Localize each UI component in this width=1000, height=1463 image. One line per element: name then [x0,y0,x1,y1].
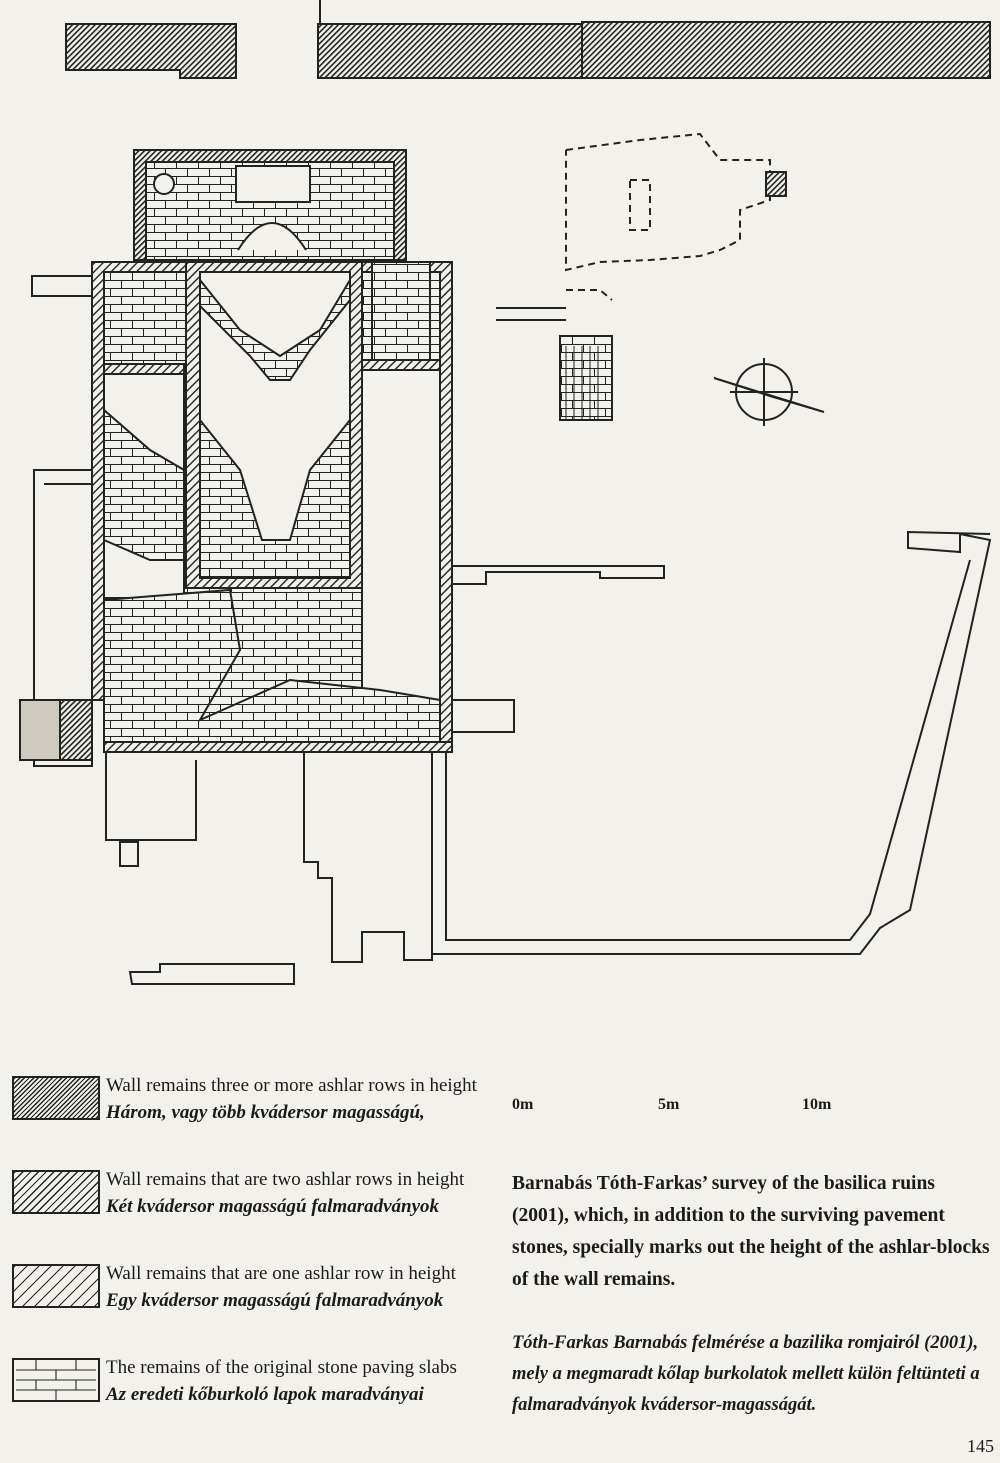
top-wall-fragments [65,0,991,79]
caption-english: Barnabás Tóth-Farkas’ survey of the basi… [512,1173,990,1290]
legend-label-hu: Három, vagy több kvádersor magasságú, [106,1102,425,1123]
legend-label-en: Wall remains three or more ashlar rows i… [106,1075,477,1096]
dashed-outline [565,132,771,301]
scale-label-5: 5m [658,1096,680,1113]
basilica-ground-plan [19,0,992,985]
legend-swatch-medium [12,1170,100,1214]
scale-label-10: 10m [802,1096,832,1113]
scale-label-0: 0m [512,1096,534,1113]
scale-labels: 0m 5m 10m [512,1074,831,1124]
legend-item-two-rows: Wall remains that are two ashlar rows in… [10,1166,500,1260]
legend-item-one-row: Wall remains that are one ashlar row in … [10,1260,500,1354]
legend-label-en: Wall remains that are one ashlar row in … [106,1263,456,1284]
legend-label-hu: Egy kvádersor magasságú falmaradványok [106,1290,444,1311]
caption-hungarian: Tóth-Farkas Barnabás felmérése a bazilik… [512,1333,980,1415]
legend-item-three-rows: Wall remains three or more ashlar rows i… [10,1072,500,1166]
legend-item-paving: The remains of the original stone paving… [10,1354,500,1448]
legend-label-hu: Két kvádersor magasságú falmaradványok [106,1196,440,1217]
annex-outlines [19,275,992,985]
legend-swatch-dense [12,1076,100,1120]
legend-label-en: Wall remains that are two ashlar rows in… [106,1169,465,1190]
basilica-main-walls [91,149,453,753]
legend: Wall remains three or more ashlar rows i… [10,1072,500,1448]
legend-label-en: The remains of the original stone paving… [106,1357,457,1378]
legend-swatch-paving [12,1358,100,1402]
north-arrow-icon [713,358,825,426]
corner-block [765,171,787,197]
legend-label-hu: Az eredeti kőburkoló lapok maradványai [106,1384,424,1405]
legend-swatch-sparse [12,1264,100,1308]
page-number: 145 [967,1436,994,1456]
